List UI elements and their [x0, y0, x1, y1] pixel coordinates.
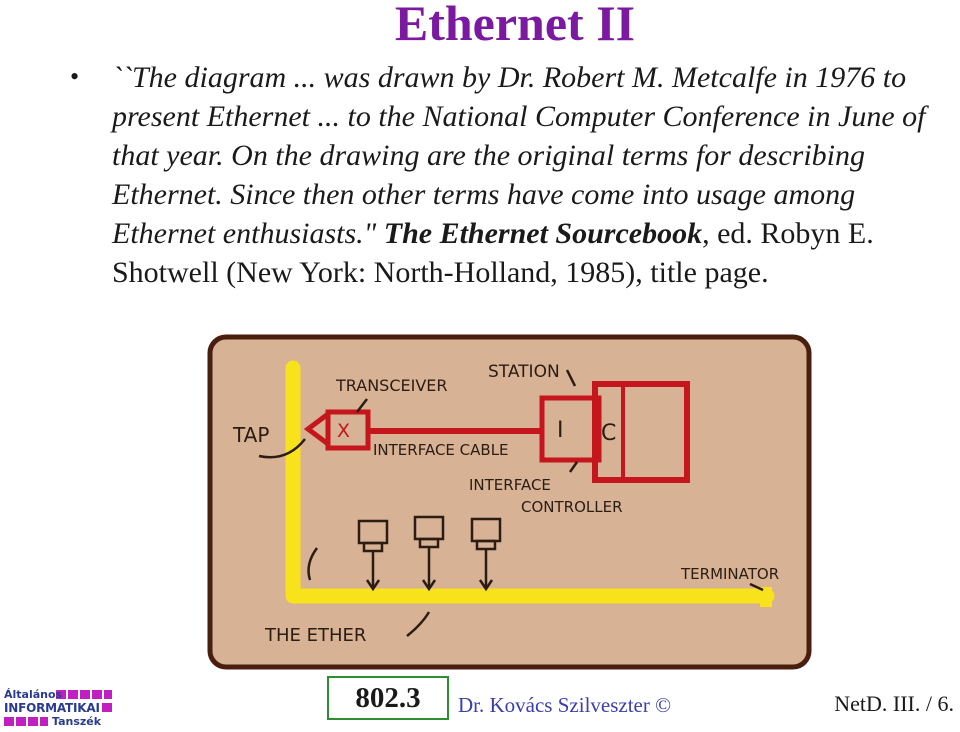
label-interface-cable: INTERFACE CABLE: [373, 441, 509, 459]
terminator-end: [760, 587, 772, 607]
label-station: STATION: [488, 362, 560, 382]
small-stations: [357, 515, 502, 592]
logo-line2: INFORMATIKAI: [4, 701, 100, 715]
annotation-arrows: [258, 369, 764, 637]
label-interface: INTERFACE: [469, 476, 551, 494]
department-logo: Általános INFORMATIKAI Tanszék: [4, 688, 112, 728]
label-c: C: [601, 421, 616, 446]
logo-bars-top: [56, 690, 112, 699]
bullet-marker: •: [70, 62, 80, 91]
ethernet-diagram-svg: TRANSCEIVER STATION TAP X INTERFACE CABL…: [207, 334, 812, 670]
author-credit: Dr. Kovács Szilveszter ©: [458, 693, 672, 717]
interface-box: [539, 395, 602, 463]
label-i: I: [557, 418, 564, 443]
label-the-ether: THE ETHER: [264, 625, 366, 646]
metcalfe-ethernet-drawing: TRANSCEIVER STATION TAP X INTERFACE CABL…: [207, 334, 812, 670]
logo-line1: Általános: [4, 688, 63, 701]
logo-bars-bottom: [4, 717, 48, 726]
source-title: The Ethernet Sourcebook: [383, 217, 703, 250]
source-citation: , ed. Robyn E. Shotwell (New York: North…: [112, 217, 874, 289]
ether-cable: [285, 360, 775, 604]
slide-title: Ethernet II: [394, 0, 636, 51]
quote-paragraph: ``The diagram ... was drawn by Dr. Rober…: [112, 58, 952, 292]
page-number: NetD. III. / 6.: [834, 691, 954, 716]
label-controller: CONTROLLER: [521, 498, 623, 516]
standard-badge: 802.3: [327, 676, 449, 720]
drawing-labels: TRANSCEIVER STATION TAP X INTERFACE CABL…: [232, 362, 779, 646]
label-x: X: [337, 420, 350, 442]
drawing-frame: [207, 334, 812, 670]
label-tap: TAP: [232, 423, 269, 447]
quote-text: ``The diagram ... was drawn by Dr. Rober…: [112, 61, 926, 250]
label-transceiver: TRANSCEIVER: [335, 376, 447, 395]
station-box: [592, 381, 690, 483]
logo-bar-mid: [102, 703, 112, 712]
label-terminator: TERMINATOR: [680, 565, 779, 583]
logo-line3: Tanszék: [52, 715, 102, 728]
